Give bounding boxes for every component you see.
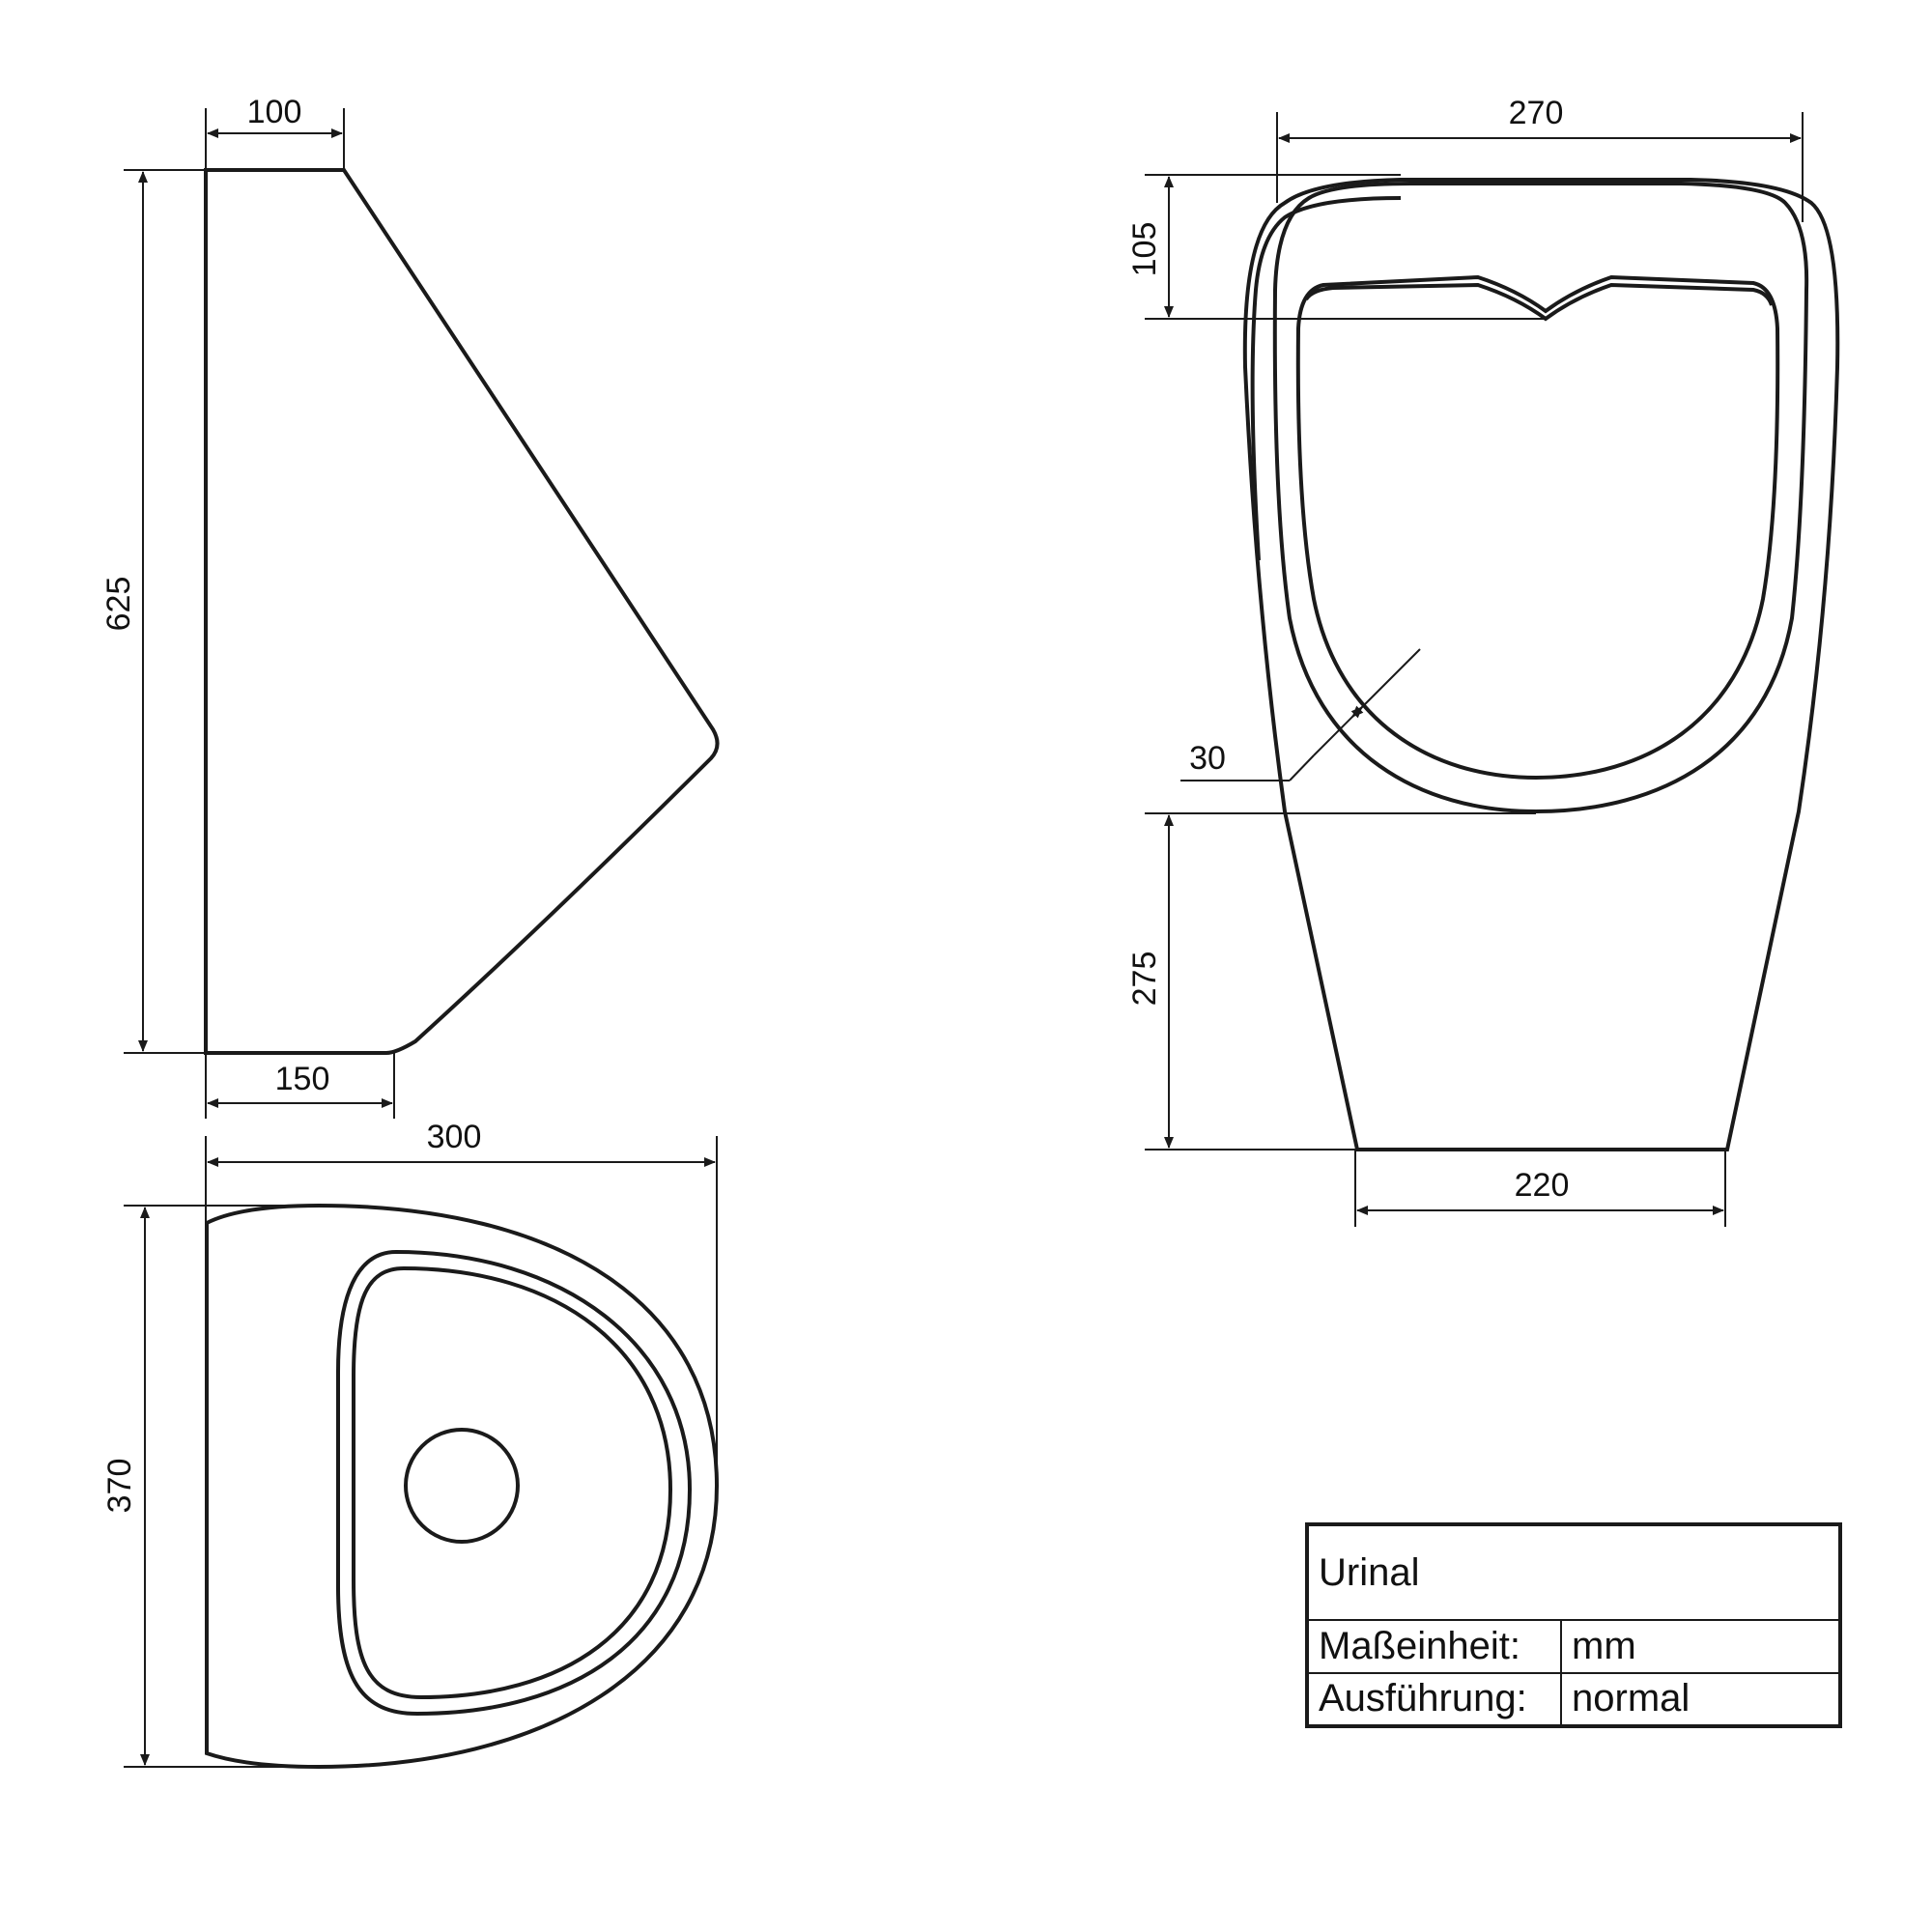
dim-front-wall-thickness: 30 bbox=[1189, 740, 1226, 777]
title-row: Urinal bbox=[1307, 1524, 1840, 1621]
front-view-body-inner-edge bbox=[1250, 196, 1402, 561]
front-view-bowl-inner bbox=[1295, 274, 1780, 781]
title-block-row-unit: Maßeinheit: mm bbox=[1307, 1619, 1840, 1674]
front-view-body-outline bbox=[1242, 178, 1840, 1151]
dim-front-base-width: 220 bbox=[1515, 1167, 1570, 1204]
title-block: Urinal Maßeinheit: mm Ausführung: normal bbox=[1305, 1522, 1842, 1728]
dim-front-lower-height: 275 bbox=[1126, 952, 1163, 1007]
version-label: Ausführung: bbox=[1307, 1671, 1562, 1726]
dim-side-bottom-width: 150 bbox=[275, 1061, 330, 1097]
top-view: 300 370 bbox=[101, 1119, 720, 1770]
side-view: 100 625 150 bbox=[100, 94, 720, 1119]
dim-front-rim-height: 105 bbox=[1126, 222, 1163, 277]
unit-label: Maßeinheit: bbox=[1307, 1619, 1562, 1674]
front-view: 270 105 30 275 220 bbox=[1126, 95, 1840, 1227]
top-view-drain-circle bbox=[404, 1428, 520, 1544]
dim-front-width: 270 bbox=[1509, 95, 1564, 131]
dim-top-depth: 370 bbox=[101, 1459, 138, 1514]
version-value: normal bbox=[1560, 1671, 1840, 1726]
dim-line-front-wall-thickness bbox=[1351, 648, 1421, 718]
front-view-bowl-outer bbox=[1272, 182, 1809, 814]
title-block-table: Urinal Maßeinheit: mm Ausführung: normal bbox=[1307, 1524, 1840, 1726]
dim-side-height: 625 bbox=[100, 577, 137, 632]
title-block-row-version: Ausführung: normal bbox=[1307, 1671, 1840, 1726]
top-view-bowl-inner-rim bbox=[352, 1265, 673, 1700]
unit-value: mm bbox=[1560, 1619, 1840, 1674]
top-view-bowl-outer-rim bbox=[336, 1249, 693, 1717]
top-view-outline bbox=[205, 1203, 720, 1770]
side-view-outline bbox=[204, 168, 720, 1055]
front-view-rim-notch bbox=[1304, 282, 1774, 322]
dim-top-width: 300 bbox=[427, 1119, 482, 1155]
dim-side-top-width: 100 bbox=[247, 94, 302, 130]
drawing-title: Urinal bbox=[1307, 1524, 1840, 1621]
